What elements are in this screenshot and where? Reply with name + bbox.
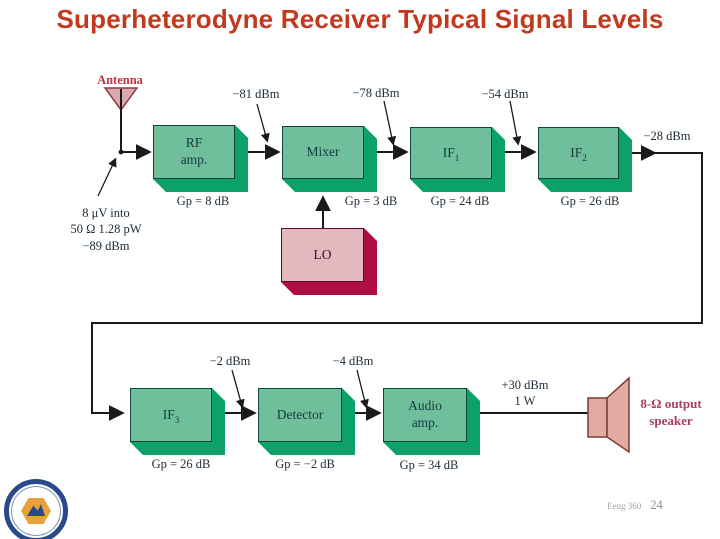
signal-level-after-if1: −54 dBm: [481, 87, 529, 101]
block-label-subscript: 1: [454, 152, 460, 163]
block-label: Audio amp.: [408, 398, 442, 430]
wrap-wire: [91, 152, 703, 421]
annotation-arrows: [97, 100, 522, 409]
signal-level-after-if3: −2 dBm: [209, 354, 251, 368]
block-label: LO: [313, 246, 332, 262]
gain-label-audio-amp: Gp = 34 dB: [399, 458, 459, 472]
block-lo: LO: [281, 228, 377, 295]
block-label: IF: [570, 144, 583, 160]
gain-label-if1: Gp = 24 dB: [430, 194, 490, 208]
block-rf-amp: RF amp.: [153, 125, 248, 192]
signal-level-after-if2: −28 dBm: [643, 129, 691, 143]
signal-level-after-mixer: −78 dBm: [352, 86, 400, 100]
gain-label-mixer: Gp = 3 dB: [344, 194, 398, 208]
block-label: Detector: [276, 406, 324, 422]
block-mixer: Mixer: [282, 126, 377, 192]
gain-label-if3: Gp = 26 dB: [151, 457, 211, 471]
signal-level-output: +30 dBm 1 W: [501, 378, 549, 409]
block-label: Mixer: [306, 144, 340, 160]
logo-emblem: [27, 504, 45, 516]
logo-hexagon: [21, 498, 51, 524]
gain-label-rf-amp: Gp = 8 dB: [176, 194, 230, 208]
signal-level-after-detector: −4 dBm: [332, 354, 374, 368]
block-face: Audio amp.: [383, 388, 467, 442]
speaker-icon: [587, 376, 630, 454]
block-audio-amp: Audio amp.: [383, 388, 480, 455]
block-face: RF amp.: [153, 125, 235, 179]
block-label: IF: [162, 406, 175, 422]
antenna-label: Antenna: [97, 73, 143, 87]
university-logo-icon: [4, 479, 68, 539]
signal-level-after-rf: −81 dBm: [232, 87, 280, 101]
block-label-subscript: 2: [582, 152, 587, 163]
block-face: Mixer: [282, 126, 364, 179]
course-label: Eeng 360: [607, 500, 642, 511]
slide-footer: Eeng 360 24: [607, 498, 663, 513]
block-detector: Detector: [258, 388, 355, 455]
speaker-label: 8-Ω output speaker: [640, 396, 702, 428]
page-title: Superheterodyne Receiver Typical Signal …: [56, 4, 664, 34]
block-face: Detector: [258, 388, 342, 442]
page-number: 24: [650, 498, 663, 512]
block-label: IF: [442, 144, 455, 160]
block-label-subscript: 3: [174, 414, 180, 425]
antenna-input-note: 8 μV into 50 Ω 1.28 pW −89 dBm: [70, 206, 142, 253]
block-face: LO: [281, 228, 364, 282]
block-label: RF amp.: [180, 135, 208, 167]
gain-label-detector: Gp = −2 dB: [275, 457, 335, 471]
gain-label-if2: Gp = 26 dB: [560, 194, 620, 208]
